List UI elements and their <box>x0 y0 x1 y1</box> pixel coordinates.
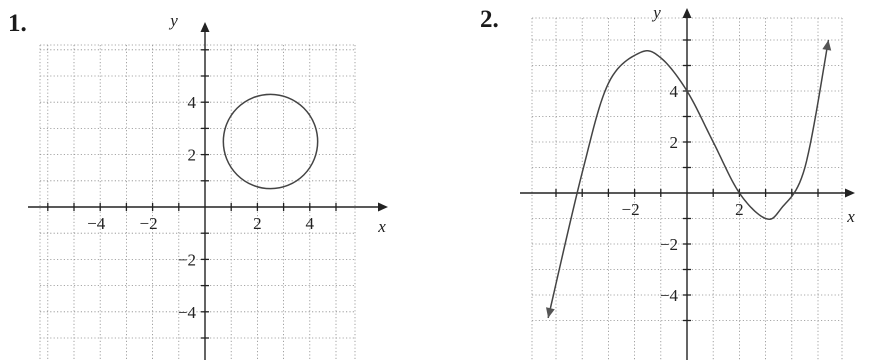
graph-2: −2 2 −4 −2 2 4 x y <box>520 3 855 360</box>
y-tick-label: −4 <box>660 286 679 305</box>
grid <box>39 44 356 360</box>
x-tick-label: −2 <box>140 214 158 233</box>
x-tick-label: 4 <box>306 214 315 233</box>
y-tick-label: 4 <box>188 93 197 112</box>
y-axis-arrow <box>200 22 210 32</box>
y-tick-label: −2 <box>178 250 196 269</box>
problem-number-2: 2. <box>480 6 499 33</box>
y-tick-label: 2 <box>188 146 197 165</box>
y-tick-label: −2 <box>660 235 678 254</box>
y-tick-label: 2 <box>670 133 679 152</box>
circle-curve <box>222 93 319 190</box>
problem-number-1: 1. <box>8 10 27 37</box>
x-axis-arrow <box>845 188 855 198</box>
y-tick-label: −4 <box>178 303 197 322</box>
y-tick-label: 4 <box>670 82 679 101</box>
x-axis-label: x <box>377 217 386 236</box>
x-axis-label: x <box>846 207 855 226</box>
y-axis-label: y <box>651 3 661 22</box>
x-tick-label: 2 <box>735 200 744 219</box>
curve-arrow-start <box>545 307 555 318</box>
x-tick-label: 2 <box>253 214 262 233</box>
cubic-curve <box>547 39 830 319</box>
curve-arrow-end <box>822 40 832 51</box>
x-axis-arrow <box>378 202 388 212</box>
x-tick-label: −4 <box>87 214 106 233</box>
y-axis-label: y <box>168 11 178 30</box>
y-axis-arrow <box>682 8 692 18</box>
x-tick-label: −2 <box>622 200 640 219</box>
graph-1: −4 −2 2 4 −4 −2 2 4 x y <box>28 11 388 360</box>
